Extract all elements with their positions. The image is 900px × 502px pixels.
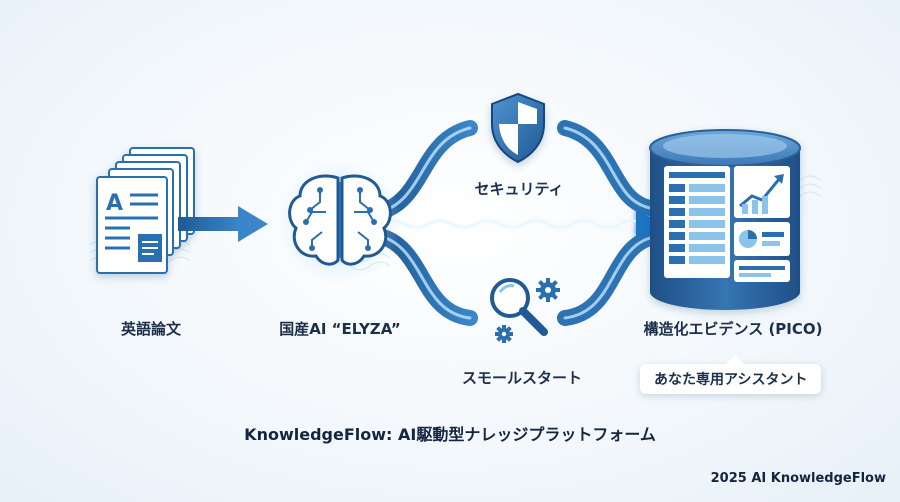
magnifier-gears-icon	[490, 278, 560, 343]
ai-label: 国産AI “ELYZA”	[279, 320, 401, 338]
copyright: 2025 AI KnowledgeFlow	[710, 471, 886, 486]
data-beam	[367, 210, 664, 238]
brain-circuit-icon	[278, 160, 402, 284]
arrow-to-ai	[178, 206, 268, 242]
shield-icon	[491, 92, 545, 164]
database-dashboard-icon	[649, 129, 801, 310]
security-label: セキュリティ	[474, 180, 564, 198]
tagline: KnowledgeFlow: AI駆動型ナレッジプラットフォーム	[244, 425, 656, 444]
output-label: 構造化エビデンス (PICO)	[643, 320, 823, 338]
small-start-label: スモールスタート	[461, 369, 583, 387]
svg-text:A: A	[106, 191, 123, 216]
assistant-callout: あなた専用アシスタント	[640, 355, 822, 394]
source-label: 英語論文	[120, 320, 182, 338]
document-stack-icon: A	[96, 147, 195, 274]
